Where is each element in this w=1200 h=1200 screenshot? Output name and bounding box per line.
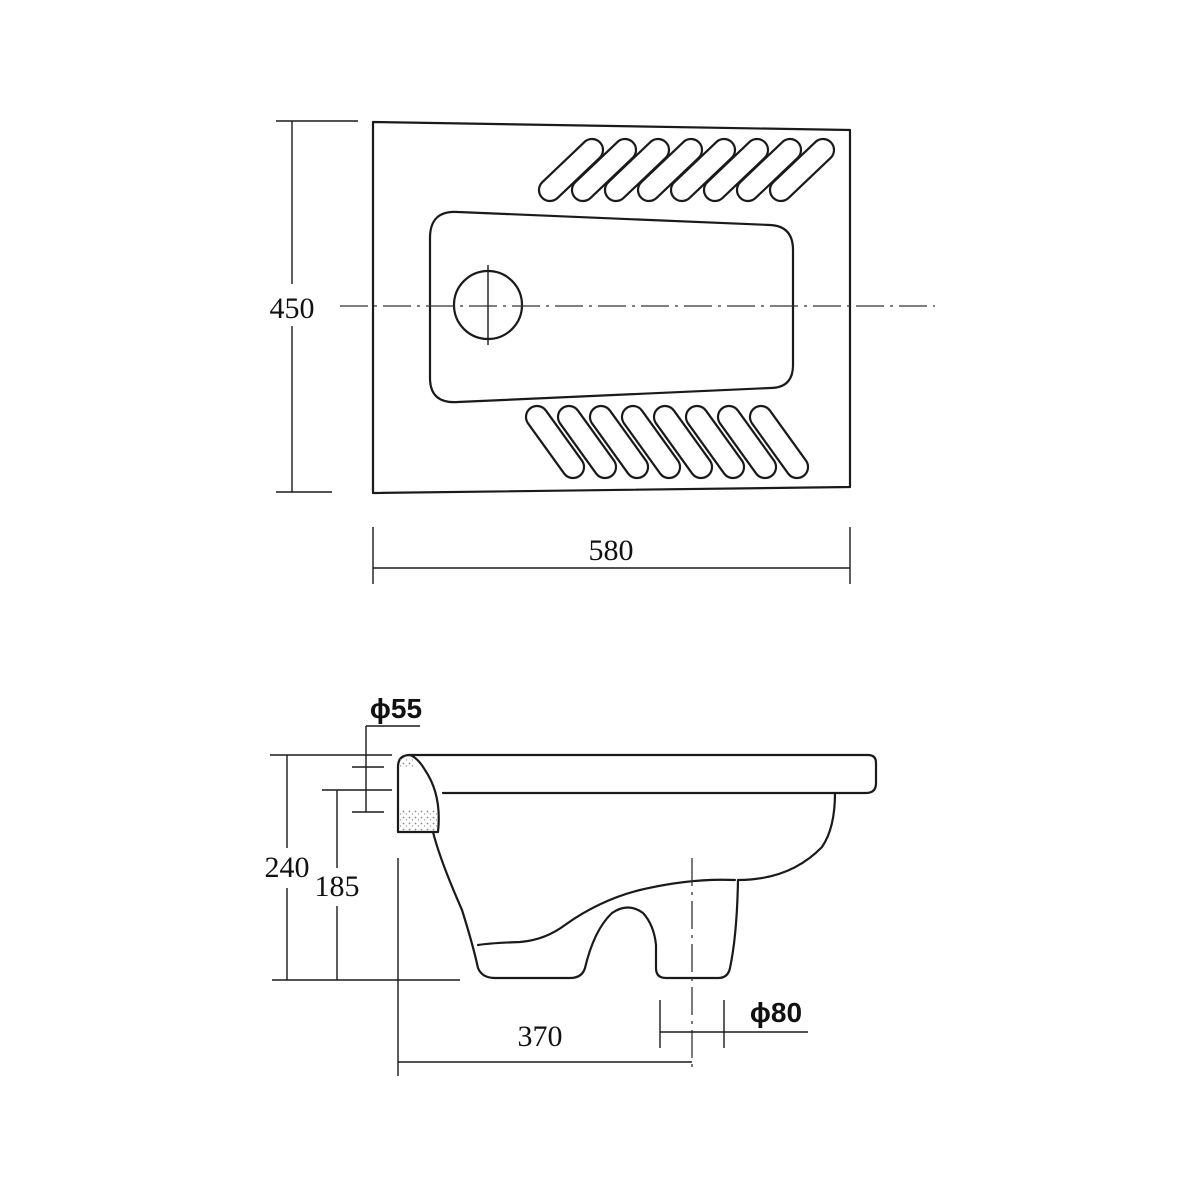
grip-ridge-top-8 [768, 137, 836, 203]
grip-ridge-bottom-5 [652, 404, 714, 480]
side-bowl-floor [476, 878, 737, 947]
dimension-450: 450 [270, 120, 358, 493]
dim-height-label: 450 [270, 292, 315, 325]
dimension-185: 185 [315, 789, 392, 980]
dim-inlet-diameter-label: ϕ55 [370, 693, 422, 724]
dimension-370: 370 [397, 858, 692, 1076]
side-body [431, 791, 837, 980]
grip-ridge-top-2 [570, 137, 638, 203]
plan-outline [371, 120, 852, 495]
dimension-phi55: ϕ55 [352, 693, 422, 813]
foot-grip-top [537, 137, 836, 203]
grip-ridge-top-6 [702, 137, 770, 203]
side-view: ϕ55 240 185 370 ϕ80 [265, 693, 878, 1076]
grip-ridge-top-3 [603, 137, 671, 203]
dim-inlet-height-label: 185 [315, 870, 360, 903]
dim-outlet-diameter-label: ϕ80 [750, 997, 802, 1028]
grip-ridge-bottom-8 [748, 404, 810, 480]
grip-ridge-bottom-6 [684, 404, 746, 480]
plan-view: 450 580 [270, 120, 935, 584]
plan-bowl [428, 210, 795, 404]
dimension-580: 580 [372, 527, 851, 584]
dim-width-label: 580 [589, 534, 634, 567]
grip-ridge-bottom-3 [588, 404, 650, 480]
dimension-240: 240 [265, 754, 460, 981]
grip-ridge-top-5 [669, 137, 737, 203]
grip-ridge-top-4 [636, 137, 704, 203]
inlet-stipple [399, 810, 437, 831]
grip-ridge-top-7 [735, 137, 803, 203]
grip-ridge-bottom-7 [716, 404, 778, 480]
dimension-phi80: ϕ80 [659, 997, 808, 1048]
grip-ridge-bottom-1 [524, 404, 586, 480]
dim-outlet-offset-label: 370 [518, 1020, 563, 1053]
inlet-stipple-top [400, 758, 414, 768]
grip-ridge-top-1 [537, 137, 605, 203]
grip-ridge-bottom-2 [556, 404, 618, 480]
grip-ridge-bottom-4 [620, 404, 682, 480]
foot-grip-bottom [524, 404, 810, 480]
dim-total-height-label: 240 [265, 851, 310, 884]
side-top-slab [408, 753, 878, 795]
